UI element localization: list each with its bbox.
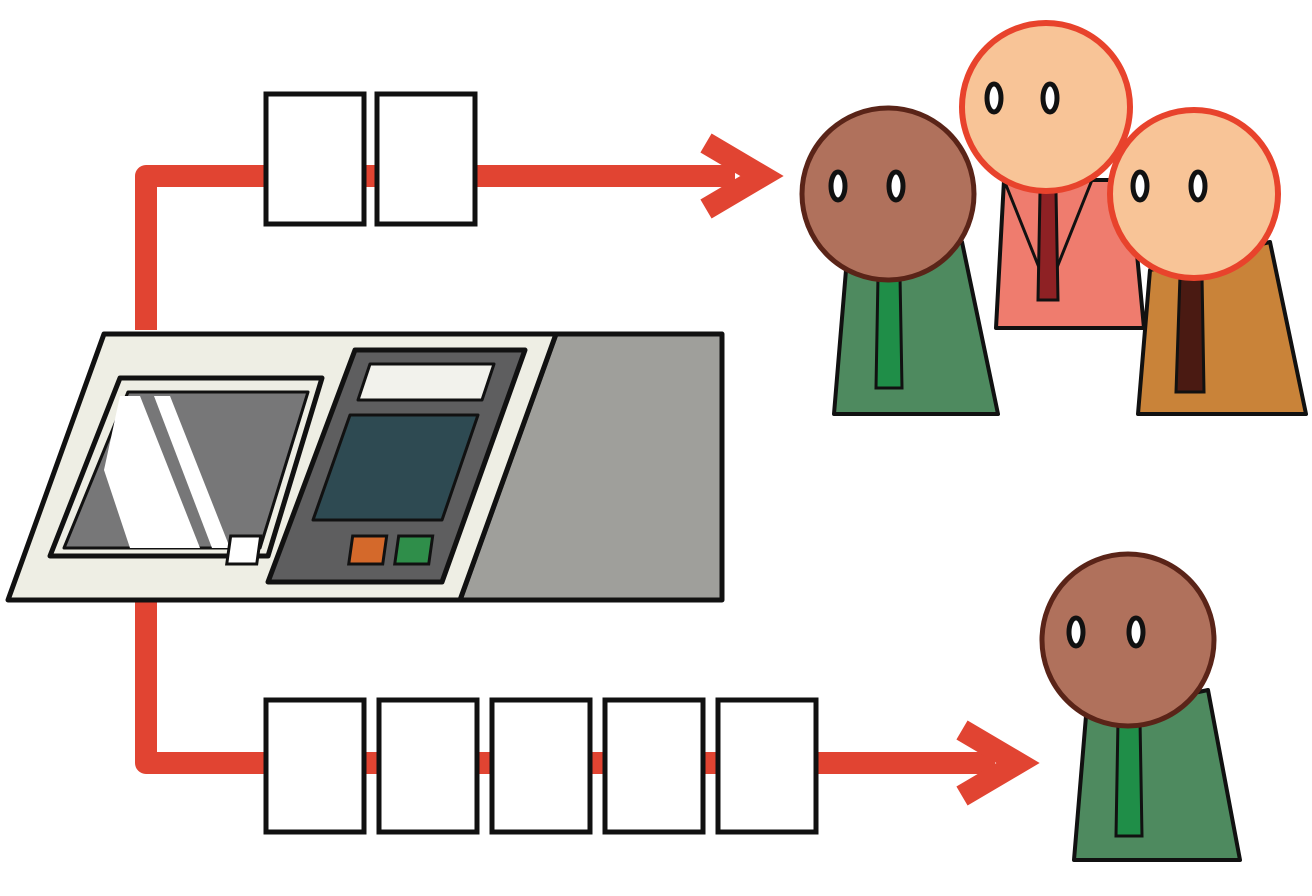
document-card-icon bbox=[263, 697, 367, 835]
dispensing-machine-icon bbox=[5, 331, 725, 603]
flow-bottom bbox=[135, 600, 1040, 806]
person-eye bbox=[1066, 615, 1086, 649]
machine-button-green bbox=[393, 534, 435, 566]
machine-button-white bbox=[225, 534, 263, 566]
recipient-group bbox=[799, 20, 1308, 416]
person-eye bbox=[1188, 169, 1208, 203]
flow-top bbox=[135, 133, 784, 330]
machine-window-highlight bbox=[154, 396, 230, 548]
person-tie bbox=[1036, 190, 1060, 302]
flow-bottom-line bbox=[135, 600, 995, 774]
person-eye bbox=[1040, 81, 1060, 115]
person-eye bbox=[984, 81, 1004, 115]
person-brown-icon bbox=[799, 105, 1000, 416]
document-card-icon bbox=[715, 697, 819, 835]
machine-window-highlight bbox=[104, 396, 200, 548]
person-eye bbox=[1130, 169, 1150, 203]
machine-display-top bbox=[356, 362, 496, 402]
person-tie bbox=[1174, 274, 1206, 394]
document-card-icon bbox=[263, 91, 367, 227]
machine-screen bbox=[311, 413, 480, 522]
person-tie bbox=[874, 274, 904, 390]
person-peach-orange-icon bbox=[1107, 107, 1308, 416]
person-tie bbox=[1114, 718, 1144, 838]
flow-top-arrowhead-icon bbox=[700, 133, 784, 219]
person-single-icon bbox=[1039, 551, 1242, 862]
flow-bottom-items bbox=[263, 697, 819, 835]
flow-top-line bbox=[135, 165, 735, 330]
recipient-individual bbox=[1039, 551, 1242, 862]
person-eye bbox=[828, 169, 848, 203]
person-peach-salmon-icon bbox=[959, 20, 1146, 330]
document-card-icon bbox=[489, 697, 593, 835]
document-card-icon bbox=[374, 91, 478, 227]
document-card-icon bbox=[376, 697, 480, 835]
person-eye bbox=[886, 169, 906, 203]
person-eye bbox=[1126, 615, 1146, 649]
flow-bottom-arrowhead-icon bbox=[956, 720, 1040, 806]
document-card-icon bbox=[602, 697, 706, 835]
flow-top-items bbox=[263, 91, 478, 227]
machine-button-orange bbox=[347, 534, 389, 566]
